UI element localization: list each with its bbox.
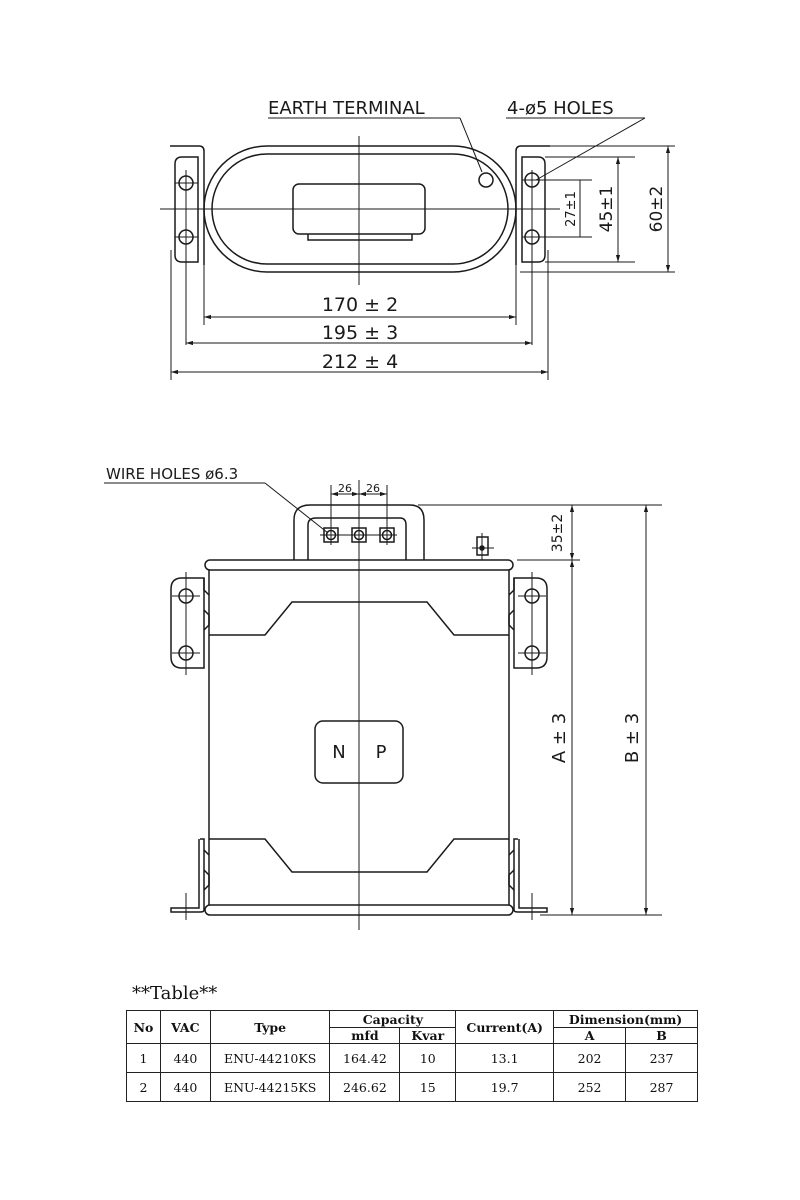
dim-27: 27±1 bbox=[564, 191, 579, 227]
header-dimension: Dimension(mm) bbox=[553, 1010, 698, 1028]
dim-212: 212 ± 4 bbox=[322, 351, 398, 373]
dim-170: 170 ± 2 bbox=[322, 294, 398, 316]
cell-mfd: 164.42 bbox=[329, 1043, 401, 1073]
polarity-n: N bbox=[332, 742, 345, 763]
cell-current: 13.1 bbox=[455, 1043, 555, 1073]
pitch-left: 26 bbox=[338, 482, 352, 495]
header-kvar: Kvar bbox=[399, 1027, 457, 1044]
pitch-right: 26 bbox=[366, 482, 380, 495]
cell-a: 202 bbox=[553, 1043, 627, 1073]
header-mfd: mfd bbox=[329, 1027, 401, 1044]
dim-45: 45±1 bbox=[597, 186, 617, 233]
cell-current: 19.7 bbox=[455, 1072, 555, 1102]
header-b: B bbox=[625, 1027, 698, 1044]
earth-terminal-label: EARTH TERMINAL bbox=[268, 98, 425, 119]
cell-b: 237 bbox=[625, 1043, 698, 1073]
table-row: 2 440 ENU-44215KS 246.62 15 19.7 252 287 bbox=[126, 1072, 698, 1102]
dim-35: 35±2 bbox=[550, 514, 566, 552]
cell-b: 287 bbox=[625, 1072, 698, 1102]
cell-mfd: 246.62 bbox=[329, 1072, 401, 1102]
top-view bbox=[160, 117, 675, 380]
header-current: Current(A) bbox=[455, 1010, 555, 1044]
table-row: 1 440 ENU-44210KS 164.42 10 13.1 202 237 bbox=[126, 1043, 698, 1073]
cell-type: ENU-44210KS bbox=[209, 1043, 331, 1073]
top-view-labels: EARTH TERMINAL 4-ø5 HOLES 170 ± 2 195 ± … bbox=[268, 98, 667, 373]
dim-195: 195 ± 3 bbox=[322, 322, 398, 344]
cell-no: 1 bbox=[126, 1043, 161, 1073]
holes-label: 4-ø5 HOLES bbox=[507, 98, 614, 119]
dim-60: 60±2 bbox=[647, 186, 667, 233]
dim-a: A ± 3 bbox=[549, 713, 570, 763]
header-capacity: Capacity bbox=[329, 1010, 457, 1028]
table-title: **Table** bbox=[132, 983, 218, 1004]
header-vac: VAC bbox=[159, 1010, 211, 1044]
dim-b: B ± 3 bbox=[622, 713, 643, 763]
wire-holes-label: WIRE HOLES ø6.3 bbox=[106, 465, 238, 483]
polarity-p: P bbox=[376, 742, 387, 763]
cell-kvar: 15 bbox=[399, 1072, 457, 1102]
cell-kvar: 10 bbox=[399, 1043, 457, 1073]
cell-a: 252 bbox=[553, 1072, 627, 1102]
spec-table: No VAC Type Capacity Current(A) Dimensio… bbox=[126, 1010, 698, 1102]
front-view bbox=[104, 480, 662, 930]
cell-type: ENU-44215KS bbox=[209, 1072, 331, 1102]
header-no: No bbox=[126, 1010, 161, 1044]
header-type: Type bbox=[209, 1010, 331, 1044]
cell-vac: 440 bbox=[159, 1043, 211, 1073]
front-view-labels: WIRE HOLES ø6.3 26 26 35±2 A ± 3 B ± 3 N… bbox=[106, 465, 643, 763]
header-a: A bbox=[553, 1027, 627, 1044]
cell-vac: 440 bbox=[159, 1072, 211, 1102]
cell-no: 2 bbox=[126, 1072, 161, 1102]
